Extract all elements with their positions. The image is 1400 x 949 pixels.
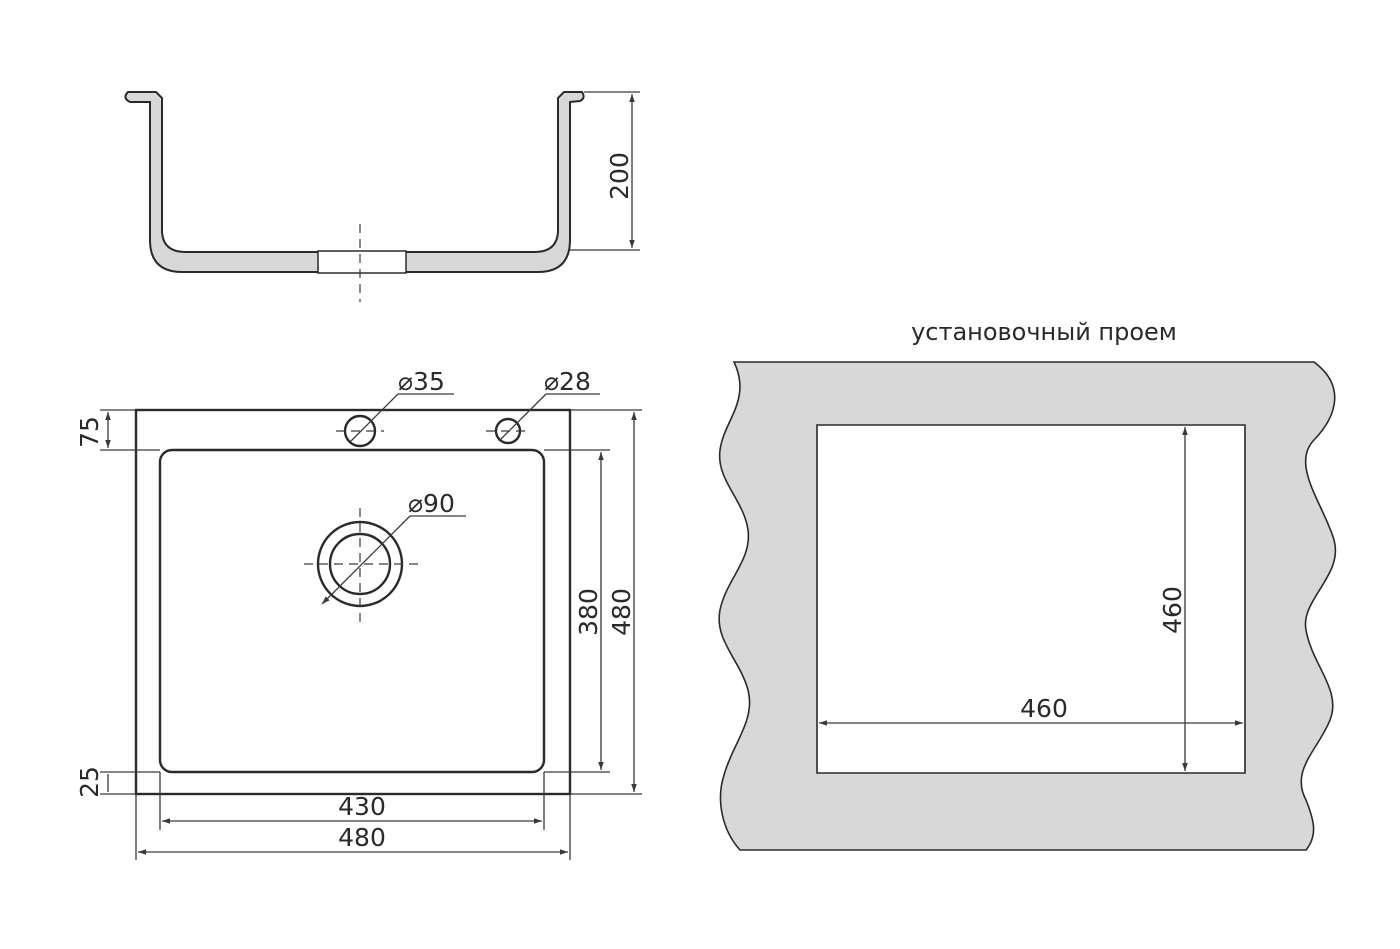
cutout-height-label: 460 <box>1158 586 1187 634</box>
extra-hole-leader <box>498 393 547 442</box>
cutout-view: установочный проем 460 460 <box>718 318 1337 851</box>
countertop-with-cutout <box>718 361 1337 851</box>
outer-width-label: 480 <box>338 823 386 852</box>
drain-inner-ring <box>328 532 392 596</box>
front-rim-label: 25 <box>75 766 104 798</box>
plan-view: ⌀35 ⌀28 ⌀90 75 25 380 480 <box>75 367 642 860</box>
extra-hole-diameter-label: ⌀28 <box>544 367 591 396</box>
section-view: 200 <box>124 91 640 302</box>
cutout-width-label: 460 <box>1020 694 1068 723</box>
sink-bowl-outline <box>158 448 546 774</box>
drain-diameter-label: ⌀90 <box>408 489 455 518</box>
sink-section-profile <box>124 91 585 273</box>
cutout-title: установочный проем <box>911 318 1177 346</box>
tap-hole-leader <box>349 393 399 443</box>
outer-depth-label: 480 <box>607 588 636 636</box>
sink-outer-outline <box>134 408 572 796</box>
tap-hole-diameter-label: ⌀35 <box>398 367 445 396</box>
bowl-depth-label: 380 <box>574 588 603 636</box>
bowl-width-label: 430 <box>338 792 386 821</box>
drain-opening-section <box>317 250 407 274</box>
depth-dimension-label: 200 <box>605 152 634 200</box>
rear-rim-label: 75 <box>75 416 104 448</box>
drain-leader <box>321 515 411 605</box>
